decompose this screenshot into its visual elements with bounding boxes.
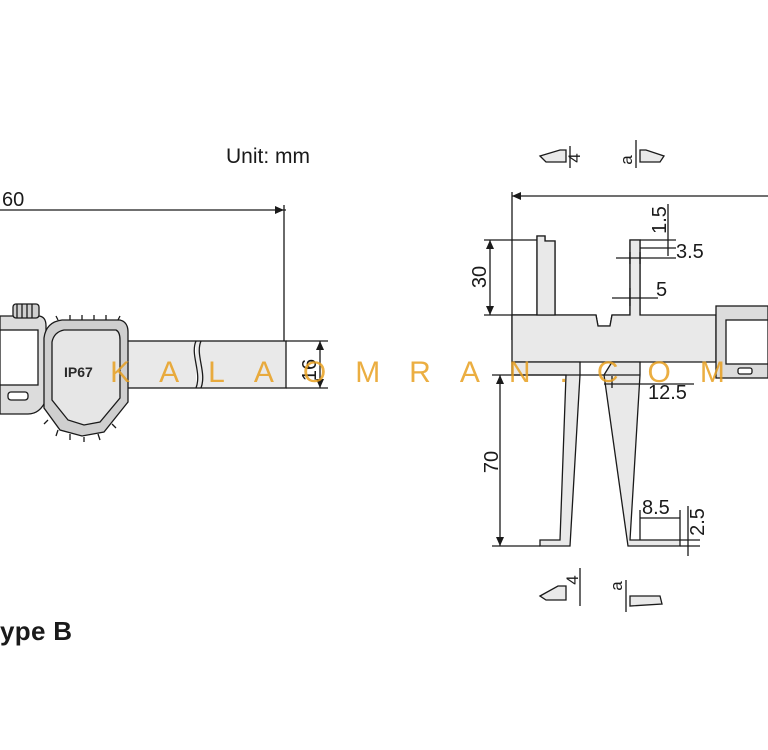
upper-gap-label: 5 <box>656 279 667 301</box>
beam-height-dim-label: 16 <box>299 359 321 381</box>
tip-detail-top-right <box>639 149 666 163</box>
upper-tip-thickness-label: 1.5 <box>649 206 671 234</box>
length-dim-label: 60 <box>2 189 24 211</box>
shield-inner <box>51 329 121 426</box>
shield-grip-bottom <box>43 419 117 442</box>
lower-tip-thickness-label: 2.5 <box>687 508 709 536</box>
upper-jaw-fill <box>536 235 556 316</box>
beam-break-mark <box>193 340 199 389</box>
arrow <box>496 537 504 546</box>
upper-tip-width-label: 3.5 <box>676 241 704 263</box>
unit-label: Unit: mm <box>226 145 310 168</box>
lower-slider-jaw <box>603 361 681 547</box>
lower-jaw-height-label: 70 <box>481 451 503 473</box>
shield-grip-top <box>55 315 121 321</box>
length-arrow <box>275 206 284 214</box>
main-beam <box>113 340 287 389</box>
tip-detail-bottom-right <box>629 595 663 607</box>
upper-jaw-height-label: 30 <box>469 266 491 288</box>
arrow <box>496 375 504 384</box>
beam-break-mark-2 <box>198 340 204 389</box>
slider-lcd <box>725 319 768 365</box>
tip-detail-a-top: a <box>617 155 636 165</box>
tip-detail-thickness-top: 4 <box>565 153 584 162</box>
tip-detail-a-bottom: a <box>607 581 626 591</box>
watermark: KALAOMRAN.COM <box>110 356 754 389</box>
arrow <box>486 306 494 315</box>
lower-jaw-width-label: 12.5 <box>648 382 687 404</box>
beam-height-arrow-bottom <box>316 379 324 388</box>
overall-dim-arrow <box>512 192 521 200</box>
tip-detail-bottom-left <box>538 585 567 601</box>
right-view: 30 70 1.5 3.5 5 12.5 8.5 2.5 <box>469 140 768 612</box>
tip-detail-top-left <box>538 149 567 163</box>
beam-height-arrow-top <box>316 341 324 350</box>
slider-button <box>737 367 753 375</box>
jaw-profile <box>512 239 641 327</box>
type-caption: ype B <box>0 616 73 646</box>
lcd-window <box>0 329 39 386</box>
tip-detail-thickness-bottom: 4 <box>563 575 582 584</box>
left-view: 60 16 IP67 <box>0 189 328 442</box>
arrow <box>486 240 494 249</box>
zero-button <box>7 391 29 401</box>
ip67-badge: IP67 <box>64 364 93 380</box>
lower-tip-width-label: 8.5 <box>642 497 670 519</box>
